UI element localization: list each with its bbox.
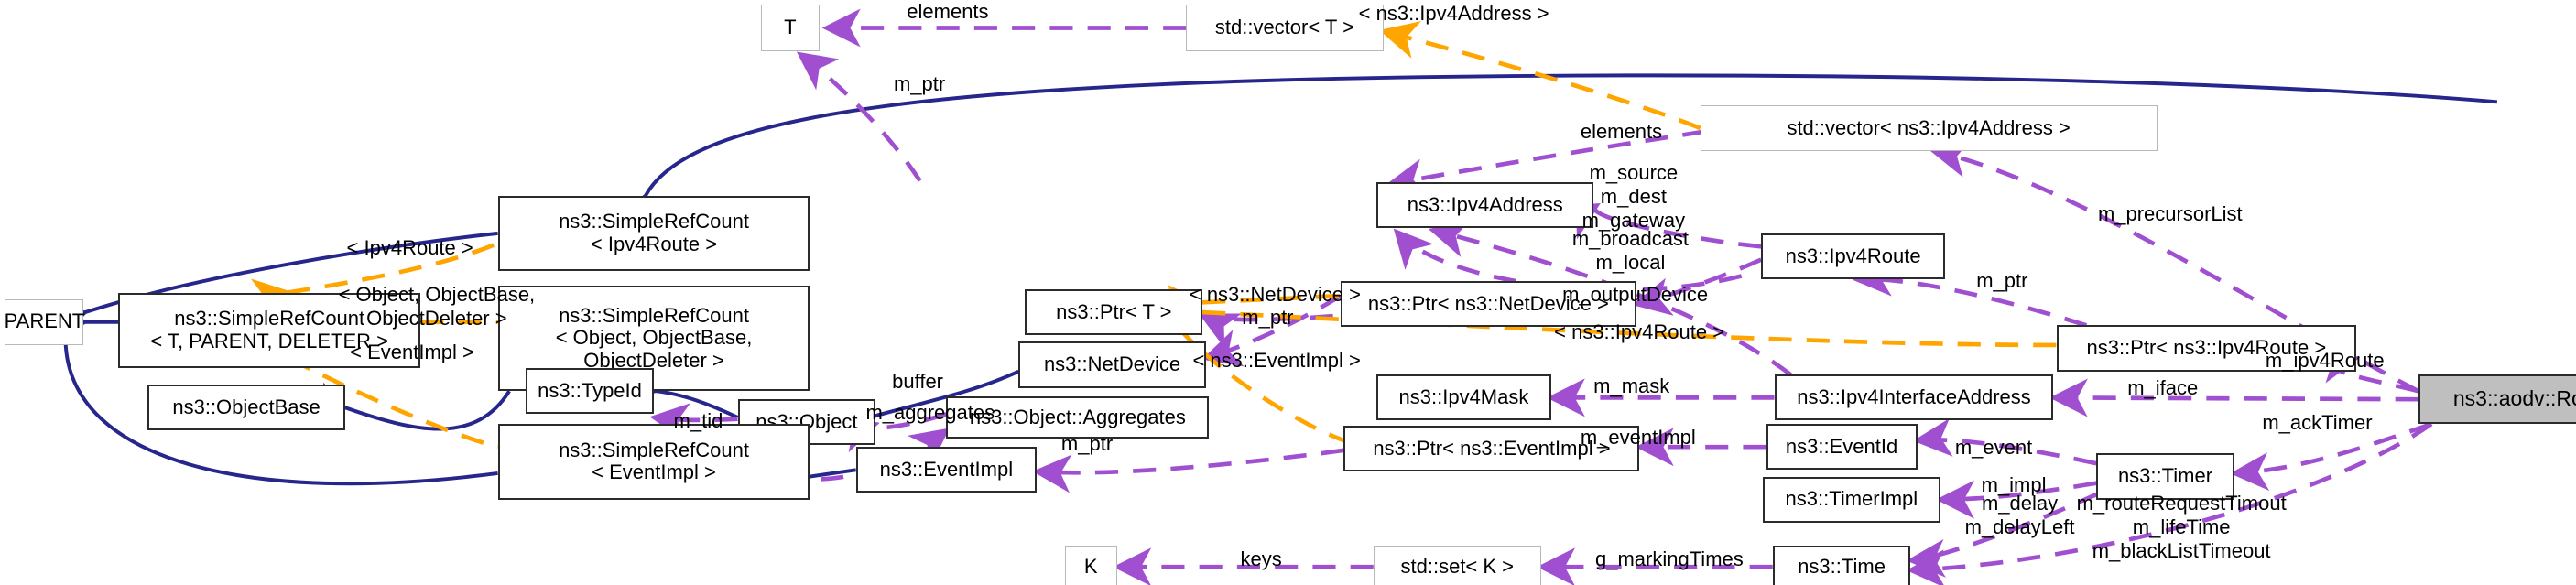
node-srcTParentDel[interactable]: ns3::SimpleRefCount < T, PARENT, DELETER… [118, 292, 421, 369]
node-eventId[interactable]: ns3::EventId [1766, 424, 1918, 471]
edge-label-lbl-delay: m_delay m_delayLeft [1964, 491, 2075, 538]
node-label: ns3::Object::Aggregates [969, 405, 1186, 428]
node-time[interactable]: ns3::Time [1772, 545, 1911, 585]
edge-label-lbl-precursorlist: m_precursorList [2097, 201, 2243, 225]
edge-label-lbl-elements-addr: elements [1580, 120, 1663, 144]
node-srcObjDeleter[interactable]: ns3::SimpleRefCount < Object, ObjectBase… [497, 286, 810, 392]
node-label: ns3::SimpleRefCount < T, PARENT, DELETER… [150, 307, 388, 352]
edge-label-lbl-ipv4route-field: m_ipv4Route [2265, 348, 2385, 372]
node-ipv4Mask[interactable]: ns3::Ipv4Mask [1376, 374, 1551, 421]
node-routingTableEntry[interactable]: ns3::aodv::RoutingTableEntry [2418, 374, 2576, 425]
node-label: ns3::NetDevice [1043, 352, 1181, 376]
node-vectorIpv4Addr[interactable]: std::vector< ns3::Ipv4Address > [1700, 104, 2158, 152]
node-objectBase[interactable]: ns3::ObjectBase [147, 385, 345, 431]
node-timerImpl[interactable]: ns3::TimerImpl [1762, 476, 1940, 523]
template-edges [249, 21, 2058, 450]
edge-label-lbl-eventimpl-field: m_eventImpl [1580, 425, 1696, 449]
edge-label-lbl-event: m_event [1954, 435, 2033, 459]
edge-label-lbl-iface: m_iface [2127, 376, 2199, 400]
node-label: ns3::Ipv4InterfaceAddress [1797, 385, 2031, 409]
node-label: ns3::EventImpl [879, 458, 1014, 482]
edge-label-lbl-tmpl-netdevice: < ns3::NetDevice > [1189, 282, 1361, 306]
node-label: ns3::Ptr< ns3::NetDevice > [1367, 291, 1609, 315]
edge-label-lbl-mptr-nd: m_ptr [1242, 305, 1294, 329]
node-parent[interactable]: PARENT [4, 298, 85, 345]
node-label: ns3::Ptr< T > [1056, 299, 1172, 323]
node-label: ns3::SimpleRefCount < Ipv4Route > [559, 210, 749, 255]
edge-label-lbl-mptr-ei: m_ptr [1060, 432, 1114, 456]
edge-label-lbl-elements-T: elements [907, 0, 989, 23]
node-objAggregates[interactable]: ns3::Object::Aggregates [946, 395, 1210, 439]
edge-label-lbl-tmpl-eventimpl-a: < EventImpl > [350, 340, 474, 363]
edge-label-lbl-mptr-route: m_ptr [1976, 269, 2028, 293]
edge-label-lbl-mtid: m_tid [673, 408, 723, 432]
node-ptrIpv4Route[interactable]: ns3::Ptr< ns3::Ipv4Route > [2057, 325, 2356, 372]
node-ipv4Address[interactable]: ns3::Ipv4Address [1376, 182, 1594, 229]
edge-label-lbl-outputdevice: m_outputDevice [1562, 282, 1709, 306]
node-eventImpl[interactable]: ns3::EventImpl [855, 447, 1037, 493]
node-srcIpv4Route[interactable]: ns3::SimpleRefCount < Ipv4Route > [497, 195, 810, 272]
node-ptrNetDevice[interactable]: ns3::Ptr< ns3::NetDevice > [1340, 280, 1636, 328]
node-label: ns3::Ipv4Route [1785, 244, 1921, 267]
node-label: ns3::ObjectBase [172, 395, 321, 418]
node-label: ns3::SimpleRefCount < Object, ObjectBase… [555, 303, 753, 373]
node-label: ns3::Ipv4Address [1407, 193, 1563, 217]
edge-label-lbl-mptr-top: m_ptr [893, 71, 946, 95]
node-label: ns3::EventId [1785, 434, 1898, 458]
edge-label-lbl-timeouts: m_routeRequestTimout m_lifeTime m_blackL… [2076, 491, 2287, 562]
edge-label-lbl-markingtimes: g_markingTimes [1594, 547, 1744, 570]
node-label: ns3::Ptr< ns3::Ipv4Route > [2086, 336, 2327, 360]
node-srcEventImpl[interactable]: ns3::SimpleRefCount < EventImpl > [497, 424, 810, 500]
node-label: std::vector< T > [1214, 16, 1354, 39]
node-netDevice[interactable]: ns3::NetDevice [1018, 341, 1206, 388]
node-label: T [784, 16, 797, 39]
edge-label-lbl-impl: m_impl [1981, 472, 2047, 496]
node-label: K [1083, 554, 1098, 578]
node-ptrEventImpl[interactable]: ns3::Ptr< ns3::EventImpl > [1343, 425, 1640, 472]
edge-label-lbl-tmpl-ipv4route-b: < ns3::Ipv4Route > [1554, 320, 1725, 343]
node-ptrT[interactable]: ns3::Ptr< T > [1025, 288, 1203, 336]
node-K[interactable]: K [1064, 545, 1117, 585]
edge-label-lbl-keys: keys [1240, 547, 1282, 570]
edge-label-lbl-tmpl-ipv4route-a: < Ipv4Route > [346, 236, 473, 260]
node-label: ns3::aodv::RoutingTableEntry [2452, 386, 2576, 411]
node-label: ns3::Ipv4Mask [1398, 385, 1529, 409]
edge-label-lbl-mask: m_mask [1593, 374, 1670, 398]
node-ipv4IfaceAddr[interactable]: ns3::Ipv4InterfaceAddress [1774, 374, 2054, 421]
node-timer[interactable]: ns3::Timer [2096, 453, 2234, 500]
edge-label-lbl-buffer: buffer [892, 369, 943, 393]
edge-label-lbl-acktimer: m_ackTimer [2262, 410, 2373, 434]
node-label: std::vector< ns3::Ipv4Address > [1787, 115, 2071, 139]
node-typeId[interactable]: ns3::TypeId [526, 368, 654, 415]
edge-label-lbl-aggregates: m_aggregates [865, 400, 995, 424]
node-label: ns3::TimerImpl [1785, 487, 1918, 511]
node-label: PARENT [4, 309, 85, 333]
edge-label-lbl-tmpl-eventimpl-b: < ns3::EventImpl > [1192, 348, 1361, 372]
edge-label-lbl-tmpl-ipv4addr: < ns3::Ipv4Address > [1358, 1, 1549, 25]
node-T[interactable]: T [760, 5, 821, 51]
node-label: ns3::Time [1798, 554, 1886, 578]
node-label: ns3::Timer [2117, 464, 2213, 488]
edge-label-lbl-src-dest-gw: m_source m_dest m_gateway [1581, 160, 1686, 232]
node-label: ns3::TypeId [538, 378, 642, 402]
node-vectorT[interactable]: std::vector< T > [1186, 5, 1384, 51]
edge-label-lbl-tmpl-objdel: < Object, ObjectBase, ObjectDeleter > [338, 282, 536, 330]
node-setK[interactable]: std::set< K > [1373, 545, 1541, 585]
node-label: ns3::SimpleRefCount < EventImpl > [559, 438, 749, 484]
node-label: std::set< K > [1400, 554, 1515, 578]
node-label: ns3::Ptr< ns3::EventImpl > [1373, 436, 1611, 460]
node-ipv4Route[interactable]: ns3::Ipv4Route [1761, 233, 1946, 280]
edge-label-lbl-broadcast-local: m_broadcast m_local [1571, 226, 1690, 274]
